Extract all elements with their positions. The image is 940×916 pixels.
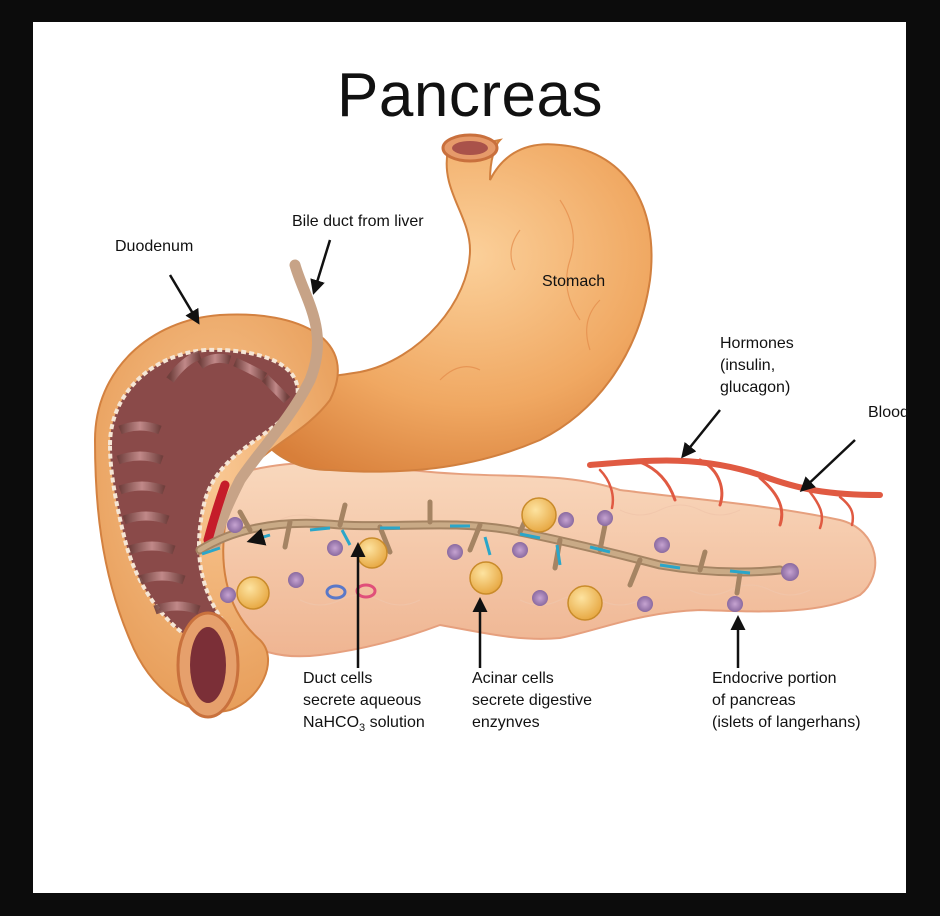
nahco-text: NaHCO [303,714,359,731]
label-bile-duct: Bile duct from liver [292,211,424,233]
label-acinar-line1: Acinar cells [472,668,592,690]
subscript-3: 3 [359,722,365,734]
label-duodenum: Duodenum [115,236,193,258]
label-acinar-cells: Acinar cells secrete digestive enzynves [472,668,592,734]
label-duct-cells-line2: secrete aqueous [303,690,425,712]
label-duct-cells-line1: Duct cells [303,668,425,690]
label-hormones-line3: glucagon) [720,377,794,399]
label-acinar-line2: secrete digestive [472,690,592,712]
label-acinar-line3: enzynves [472,712,592,734]
label-duct-cells: Duct cells secrete aqueous NaHCO3 soluti… [303,668,425,739]
solution-text: solution [370,714,425,731]
label-endocrine-line1: Endocrive portion [712,668,861,690]
label-stomach: Stomach [542,271,605,293]
label-hormones: Hormones (insulin, glucagon) [720,333,794,399]
label-endocrine-line2: of pancreas [712,690,861,712]
label-hormones-line1: Hormones [720,333,794,355]
diagram-title: Pancreas [0,60,940,131]
label-endocrine: Endocrive portion of pancreas (islets of… [712,668,861,734]
label-hormones-line2: (insulin, [720,355,794,377]
label-endocrine-line3: (islets of langerhans) [712,712,861,734]
label-duct-cells-line3: NaHCO3 solution [303,712,425,739]
label-blood: Blood [868,402,909,424]
